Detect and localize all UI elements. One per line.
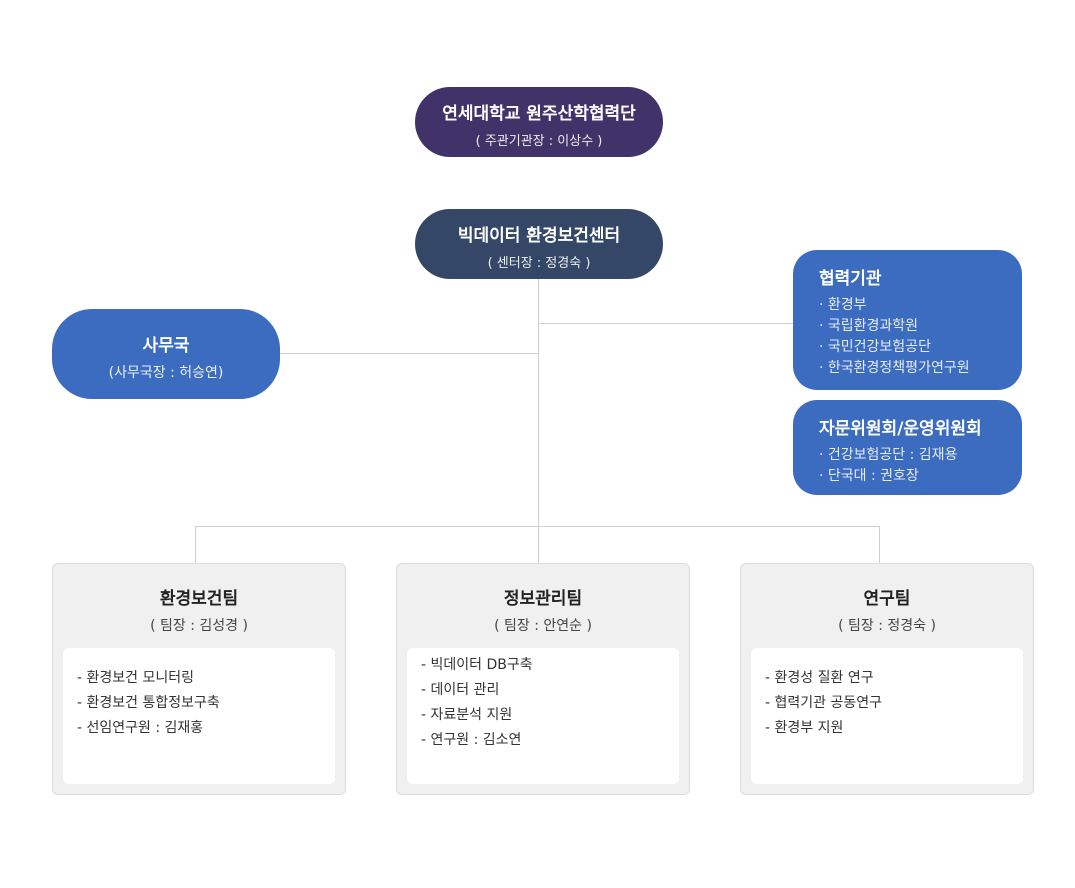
team-research: 연구팀 ( 팀장 : 정경숙 ) 환경성 질환 연구 협력기관 공동연구 환경부… — [740, 563, 1034, 795]
list-item: 데이터 관리 — [421, 678, 679, 703]
node-top-subtitle: ( 주관기관장 : 이상수 ) — [475, 134, 603, 149]
node-top-title: 연세대학교 원주산학협력단 — [442, 104, 636, 124]
team-duties: 빅데이터 DB구축 데이터 관리 자료분석 지원 연구원 : 김소연 — [407, 648, 679, 784]
node-center-subtitle: ( 센터장 : 정경숙 ) — [487, 256, 591, 271]
list-item: 환경부 지원 — [765, 716, 1023, 741]
list-item: 한국환경정책평가연구원 — [819, 358, 1022, 379]
team-subtitle: ( 팀장 : 정경숙 ) — [838, 618, 936, 634]
team-title: 정보관리팀 — [503, 589, 583, 609]
list-item: 환경성 질환 연구 — [765, 666, 1023, 691]
list-item: 협력기관 공동연구 — [765, 691, 1023, 716]
connector-vertical-main — [538, 278, 539, 564]
node-partners-title: 협력기관 — [819, 269, 882, 289]
list-item: 선임연구원 : 김재홍 — [77, 716, 335, 741]
list-item: 자료분석 지원 — [421, 703, 679, 728]
node-committee: 자문위원회/운영위원회 건강보험공단 : 김재용 단국대 : 권호장 — [793, 400, 1022, 495]
connector-team-right — [879, 526, 880, 564]
team-information-management: 정보관리팀 ( 팀장 : 안연순 ) 빅데이터 DB구축 데이터 관리 자료분석… — [396, 563, 690, 795]
connector-partners — [539, 323, 794, 324]
team-title: 연구팀 — [863, 589, 911, 609]
list-item: 환경보건 통합정보구축 — [77, 691, 335, 716]
team-duties: 환경성 질환 연구 협력기관 공동연구 환경부 지원 — [751, 648, 1023, 784]
node-center-title: 빅데이터 환경보건센터 — [457, 226, 621, 246]
list-item: 국민건강보험공단 — [819, 337, 1022, 358]
list-item: 연구원 : 김소연 — [421, 728, 679, 753]
team-environmental-health: 환경보건팀 ( 팀장 : 김성경 ) 환경보건 모니터링 환경보건 통합정보구축… — [52, 563, 346, 795]
connector-teams-horizontal — [195, 526, 880, 527]
team-duties: 환경보건 모니터링 환경보건 통합정보구축 선임연구원 : 김재홍 — [63, 648, 335, 784]
list-item: 건강보험공단 : 김재용 — [819, 445, 1022, 466]
node-office-title: 사무국 — [142, 336, 190, 356]
node-top-organization: 연세대학교 원주산학협력단 ( 주관기관장 : 이상수 ) — [415, 87, 663, 157]
list-item: 단국대 : 권호장 — [819, 466, 1022, 487]
list-item: 환경보건 모니터링 — [77, 666, 335, 691]
team-subtitle: ( 팀장 : 김성경 ) — [150, 618, 248, 634]
node-committee-title: 자문위원회/운영위원회 — [819, 419, 982, 439]
node-center: 빅데이터 환경보건센터 ( 센터장 : 정경숙 ) — [415, 209, 663, 279]
list-item: 빅데이터 DB구축 — [421, 653, 679, 678]
list-item: 국립환경과학원 — [819, 316, 1022, 337]
connector-team-left — [195, 526, 196, 564]
connector-office — [280, 353, 538, 354]
node-office-subtitle: (사무국장 : 허승연) — [108, 365, 224, 381]
node-office: 사무국 (사무국장 : 허승연) — [52, 309, 280, 399]
node-partners: 협력기관 환경부 국립환경과학원 국민건강보험공단 한국환경정책평가연구원 — [793, 250, 1022, 390]
team-subtitle: ( 팀장 : 안연순 ) — [494, 618, 592, 634]
team-title: 환경보건팀 — [159, 589, 239, 609]
list-item: 환경부 — [819, 295, 1022, 316]
